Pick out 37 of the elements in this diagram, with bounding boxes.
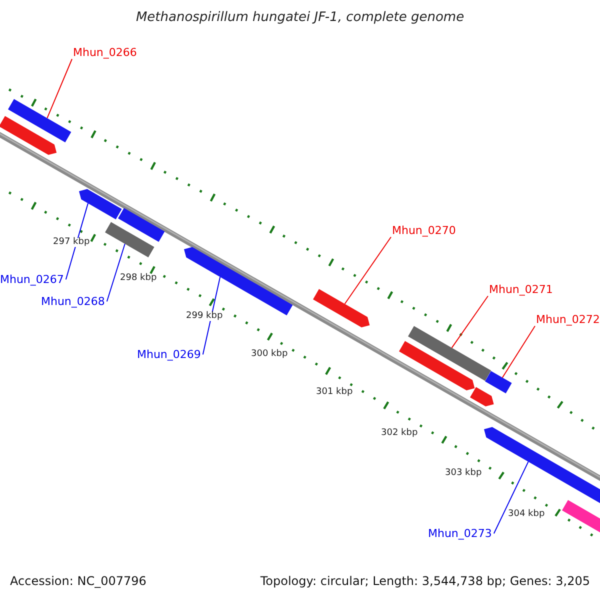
- diagram-title: Methanospirillum hungatei JF-1, complete genome: [134, 11, 466, 24]
- leader-line: [46, 58, 72, 119]
- gene-feature-block: [313, 289, 370, 328]
- gene-feature-block: [0, 116, 57, 155]
- gene-feature-block: [105, 222, 154, 258]
- gene-feature-block: [470, 387, 494, 406]
- scale-label: 297 kbp: [53, 238, 90, 247]
- gene-feature-block: [399, 341, 475, 390]
- gene-label: Mhun_0270: [392, 225, 456, 236]
- gene-feature-block: [408, 326, 492, 381]
- gene-feature-block: [8, 99, 72, 142]
- gene-label: Mhun_0268: [41, 296, 105, 307]
- leader-line: [502, 326, 536, 378]
- genome-info-text: Topology: circular; Length: 3,544,738 bp; Genes: 3,205: [260, 575, 590, 587]
- leader-line: [344, 236, 392, 304]
- gene-feature-block: [484, 427, 600, 504]
- scale-label: 299 kbp: [186, 312, 223, 321]
- leader-line: [202, 276, 221, 355]
- scale-label: 300 kbp: [251, 350, 288, 359]
- leader-line: [451, 296, 488, 348]
- scale-label: 298 kbp: [120, 274, 157, 283]
- gene-feature-block: [485, 371, 512, 394]
- gene-label: Mhun_0267: [0, 274, 64, 285]
- scale-label: 301 kbp: [316, 388, 353, 397]
- accession-text: Accession: NC_007796: [10, 575, 146, 587]
- gene-feature-block: [118, 208, 165, 242]
- gene-label: Mhun_0272: [536, 314, 600, 325]
- gene-feature-block: [79, 189, 122, 220]
- gene-label: Mhun_0271: [489, 284, 553, 295]
- scale-label: 304 kbp: [508, 510, 545, 519]
- leader-line: [493, 461, 529, 534]
- leader-line: [106, 243, 126, 302]
- scale-label: 302 kbp: [381, 429, 418, 438]
- gene-label: Mhun_0266: [73, 47, 137, 58]
- gene-label: Mhun_0269: [137, 349, 201, 360]
- leader-line: [65, 202, 88, 280]
- gene-label: Mhun_0273: [428, 528, 492, 539]
